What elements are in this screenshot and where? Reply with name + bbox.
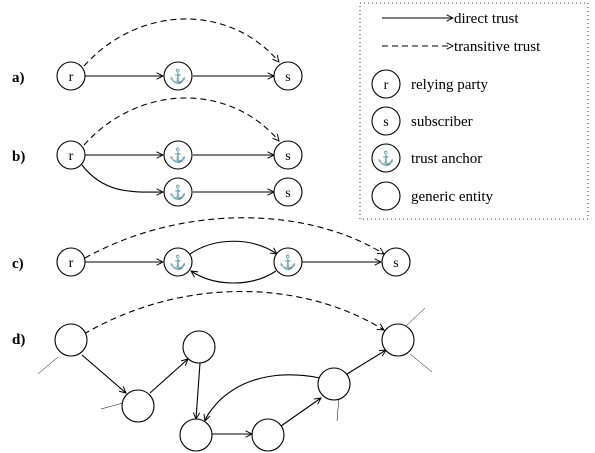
legend-frame (359, 2, 589, 220)
panel-b-trust-anchor-node (163, 140, 193, 170)
panel-c-relying-party-symbol: r (69, 256, 74, 271)
panel-b-label: b) (12, 149, 25, 165)
panel-b-relying-party-node (56, 140, 86, 170)
panel-a-subscriber-symbol: s (285, 70, 290, 85)
panel-b-direct-trust-edge (81, 164, 163, 192)
panel-b-relying-party-symbol: r (69, 149, 74, 164)
panel-c-subscriber-node (381, 247, 411, 277)
panel-d-stub-line (336, 396, 340, 422)
panel-c-relying-party-node (56, 247, 86, 277)
panel-d-stub-line (405, 307, 426, 327)
panel-a-relying-party-symbol: r (69, 70, 74, 85)
anchor-icon: ⚓ (279, 254, 296, 271)
legend-transitive-trust-label: transitive trust (454, 39, 541, 55)
panel-d-label: d) (12, 332, 25, 348)
panel-d-direct-trust-edge (280, 398, 321, 427)
panel-d-transitive-trust-edge (83, 290, 384, 335)
panel-a: a) r ⚓ s (12, 18, 303, 91)
panel-c-transitive-trust-edge (84, 217, 384, 259)
anchor-icon: ⚓ (169, 68, 186, 85)
panel-d-generic-entity-node (251, 418, 285, 452)
panel-d-generic-entity-node (54, 323, 88, 357)
legend-subscriber-label: subscriber (411, 114, 473, 130)
panel-d-stub-line (37, 356, 59, 375)
panel-a-relying-party-node (56, 61, 86, 91)
legend-trust-anchor-node (371, 143, 401, 173)
panel-c-direct-trust-edge (191, 271, 277, 284)
legend-relying-party-label: relying party (411, 77, 489, 93)
panel-c-trust-anchor-node (163, 247, 193, 277)
legend-subscriber-symbol: s (383, 115, 388, 130)
panel-d-generic-entity-node (179, 418, 213, 452)
legend-subscriber-node (371, 106, 401, 136)
panel-a-label: a) (12, 70, 25, 86)
anchor-icon: ⚓ (169, 184, 186, 201)
legend-generic-entity-label: generic entity (411, 189, 494, 205)
legend-trust-anchor-label: trust anchor (411, 151, 482, 167)
panel-d-direct-trust-edge (346, 350, 386, 375)
legend-direct-trust-label: direct trust (454, 11, 519, 27)
panel-d-direct-trust-edge (149, 359, 188, 394)
panel-d-direct-trust-edge (205, 374, 321, 421)
panel-d-generic-entity-node (182, 330, 216, 364)
panel-c-direct-trust-edge (189, 240, 277, 254)
panel-b-subscriber-node (273, 177, 303, 207)
panel-c-subscriber-symbol: s (393, 256, 398, 271)
panel-c-trust-anchor-node (273, 247, 303, 277)
panel-c: c) r ⚓ ⚓ s (12, 217, 411, 284)
panel-b: b) r ⚓ s ⚓ s (12, 97, 303, 207)
panel-a-subscriber-node (273, 61, 303, 91)
panel-b-trust-anchor-node (163, 177, 193, 207)
panel-d-direct-trust-edge (81, 354, 126, 393)
panel-d-direct-trust-edge (196, 362, 201, 419)
anchor-icon: ⚓ (377, 150, 394, 167)
anchor-icon: ⚓ (169, 147, 186, 164)
panel-a-transitive-trust-edge (83, 18, 279, 67)
panel-b-subscriber-symbol: s (285, 186, 290, 201)
panel-d-stub-line (409, 353, 433, 373)
legend-generic-entity-node (371, 181, 401, 211)
panel-b-subscriber-node (273, 140, 303, 170)
legend-relying-party-node (371, 69, 401, 99)
panel-d: d) (12, 290, 433, 452)
panel-d-generic-entity-node (317, 367, 351, 401)
legend: direct trust transitive trust r relying … (359, 2, 589, 220)
legend-relying-party-symbol: r (384, 78, 389, 93)
panel-d-stub-line (100, 402, 124, 410)
anchor-icon: ⚓ (169, 254, 186, 271)
panel-b-transitive-trust-edge (83, 97, 279, 146)
panel-a-trust-anchor-node (163, 61, 193, 91)
panel-c-label: c) (12, 256, 24, 272)
panel-d-generic-entity-node (121, 389, 155, 423)
panel-d-generic-entity-node (381, 323, 415, 357)
panel-b-subscriber-symbol: s (285, 149, 290, 164)
